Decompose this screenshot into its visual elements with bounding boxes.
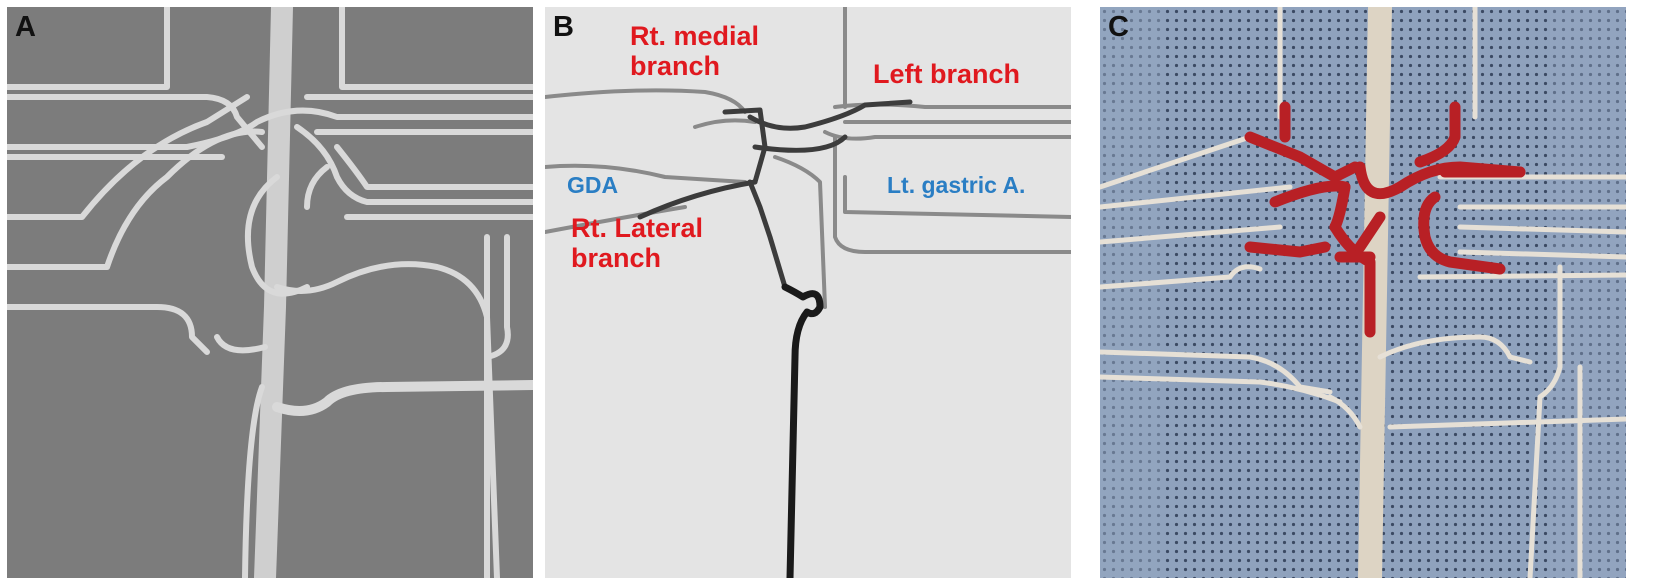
label-left-branch: Left branch: [873, 59, 1021, 89]
label-gda: GDA: [567, 172, 619, 198]
panel-b-angiogram-drawing: [545, 7, 1071, 578]
panel-c-model-drawing: [1100, 7, 1626, 578]
panel-c-physical-model: C: [1100, 7, 1626, 578]
panel-b-letter: B: [553, 11, 574, 43]
panel-c-letter: C: [1108, 11, 1129, 43]
panel-b-angiogram: B Rt. medial branch Left branch GDA Lt. …: [545, 7, 1071, 578]
panel-a-vessel-drawing: [7, 7, 533, 578]
panel-a-letter: A: [15, 11, 36, 43]
label-lt-gastric: Lt. gastric A.: [887, 172, 1026, 198]
label-rt-lateral-branch: Rt. Lateral branch: [571, 213, 704, 273]
panel-a-vessel-model: A: [7, 7, 533, 578]
label-rt-medial-branch: Rt. medial branch: [630, 21, 760, 81]
